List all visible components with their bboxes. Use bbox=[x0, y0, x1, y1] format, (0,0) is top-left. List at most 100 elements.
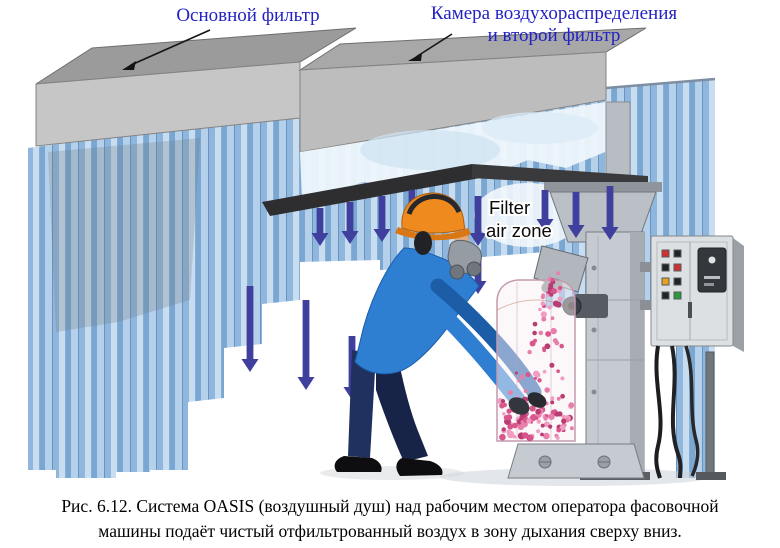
granule-dot bbox=[540, 301, 546, 306]
granule-dot bbox=[560, 376, 565, 381]
granule-dot bbox=[559, 424, 566, 431]
granule-dot bbox=[514, 371, 518, 375]
granule-dot bbox=[548, 413, 555, 421]
indicator-light bbox=[661, 263, 670, 272]
granule-dot bbox=[550, 327, 557, 335]
granule-dot bbox=[556, 369, 560, 374]
granule-dot bbox=[555, 436, 560, 440]
granule-dot bbox=[541, 316, 547, 322]
granule-dot bbox=[550, 277, 555, 282]
main-filter-pointer-line bbox=[130, 29, 211, 66]
canopy-panel bbox=[262, 164, 480, 216]
operator-far-glove bbox=[527, 392, 547, 408]
granule-dot bbox=[523, 389, 528, 393]
chamber-slab-front bbox=[299, 51, 607, 153]
cabinet-handle bbox=[688, 302, 692, 318]
indicator-light bbox=[673, 291, 682, 300]
granule-dot bbox=[550, 400, 555, 405]
headphones-earcup bbox=[414, 231, 432, 255]
granule-dot bbox=[533, 376, 538, 380]
granule-dot bbox=[542, 348, 547, 353]
column-bracket bbox=[640, 262, 654, 272]
indicator-light bbox=[673, 263, 682, 272]
granule-dot bbox=[507, 430, 515, 438]
packing-machine bbox=[533, 182, 662, 480]
granule-dot bbox=[547, 290, 551, 295]
granule-dot bbox=[522, 432, 529, 439]
headphones-band bbox=[406, 194, 462, 216]
indicator-light bbox=[661, 277, 670, 286]
ceiling-units bbox=[35, 27, 647, 153]
column-bolt bbox=[591, 265, 597, 271]
granule-dot bbox=[499, 433, 506, 441]
granule-dot bbox=[556, 396, 561, 401]
granule-dot bbox=[535, 408, 541, 415]
indicator-light bbox=[673, 277, 682, 286]
dosing-unit bbox=[574, 294, 608, 318]
granule-dot bbox=[540, 423, 545, 428]
cabinet-stand-post bbox=[705, 351, 715, 475]
label-air-distribution-chamber: Камера воздухораспределения и второй фил… bbox=[398, 3, 710, 47]
granule-dot bbox=[537, 378, 542, 383]
chamber-pointer-arrowhead-icon bbox=[408, 53, 422, 61]
granule-dot bbox=[551, 288, 557, 295]
granule-dot bbox=[552, 338, 558, 344]
granule-dot bbox=[532, 330, 537, 336]
granule-stream bbox=[497, 271, 575, 442]
down-arrow-icon bbox=[341, 202, 359, 244]
granule-dot bbox=[502, 412, 506, 416]
granule-dot bbox=[550, 316, 555, 321]
respirator-cartridge bbox=[449, 264, 465, 280]
down-arrow-icon bbox=[241, 286, 259, 372]
granule-dot bbox=[558, 285, 563, 291]
granule-dot bbox=[525, 372, 531, 378]
granule-dot bbox=[526, 418, 532, 424]
cabinet-door-frame bbox=[656, 241, 728, 341]
granule-dot bbox=[550, 396, 555, 401]
label-main-filter: Основной фильтр bbox=[176, 5, 320, 26]
operator bbox=[334, 192, 542, 476]
illustration-canvas: Filter air zone bbox=[28, 27, 744, 486]
down-arrow-icon bbox=[567, 192, 585, 238]
granule-dot bbox=[540, 311, 547, 318]
operator-jacket bbox=[354, 247, 480, 375]
indicator-light bbox=[661, 291, 670, 300]
granule-dot bbox=[517, 379, 521, 383]
filter-air-zone-line1: Filter bbox=[489, 197, 530, 218]
granule-dot bbox=[502, 402, 507, 408]
granule-dot bbox=[542, 369, 547, 374]
cable bbox=[684, 345, 700, 477]
down-arrow-icon bbox=[469, 196, 487, 246]
caption-line1: Рис. 6.12. Система OASIS (воздушный душ)… bbox=[61, 496, 719, 516]
display-line bbox=[704, 276, 720, 279]
granule-dot bbox=[538, 330, 544, 336]
filling-chamber bbox=[496, 271, 576, 442]
machine-column-shade bbox=[630, 232, 644, 474]
indicator-light bbox=[661, 249, 670, 258]
granule-dot bbox=[561, 418, 567, 424]
curtain-left-section bbox=[28, 132, 150, 478]
granule-dot bbox=[527, 349, 532, 355]
granule-dot bbox=[519, 374, 525, 380]
indicator-light bbox=[673, 249, 682, 258]
granule-dot bbox=[549, 362, 555, 368]
hard-hat-brim bbox=[395, 227, 471, 241]
granule-dot bbox=[534, 416, 539, 420]
granule-dot bbox=[506, 408, 512, 414]
operator-near-glove bbox=[508, 397, 530, 415]
granule-dot bbox=[543, 432, 550, 440]
granule-dot bbox=[559, 343, 564, 349]
granule-dot bbox=[536, 429, 541, 434]
granule-dot bbox=[500, 399, 506, 404]
cable bbox=[654, 345, 663, 479]
granule-dot bbox=[507, 423, 514, 430]
operator-rear-leg bbox=[348, 350, 376, 458]
granule-dot bbox=[547, 305, 552, 310]
down-arrow-icon bbox=[601, 186, 619, 240]
granule-dot bbox=[543, 416, 548, 421]
curtain-rail bbox=[605, 77, 716, 90]
operator-front-leg bbox=[376, 354, 428, 462]
down-arrow-icon bbox=[373, 196, 391, 242]
granule-dot bbox=[536, 419, 541, 424]
caption-line2: машины подаёт чистый отфильтрованный воз… bbox=[98, 521, 682, 541]
